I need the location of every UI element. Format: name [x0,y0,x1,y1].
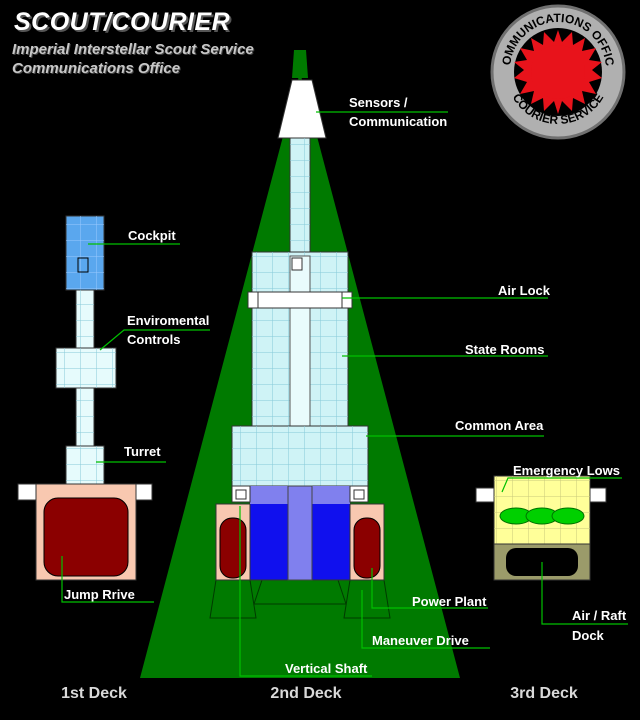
deck-3-plan [475,475,607,581]
sensors-room [277,79,327,139]
label-emergency-lows: Emergency Lows [513,463,620,478]
label-common-area: Common Area [455,418,544,433]
subtitle-line-1: Imperial Interstellar Scout Service [12,41,254,58]
label-sensors-line1: Sensors / [349,95,408,110]
vertical-shaft [287,485,313,581]
label-cockpit: Cockpit [128,228,176,243]
label-turret: Turret [124,444,161,459]
label-power-plant: Power Plant [412,594,487,609]
maneuver-drive-right [353,517,381,579]
leader-lines [61,111,628,677]
label-state-rooms: State Rooms [465,342,545,357]
label-sensors-line2: Communication [349,114,448,129]
label-air-raft-line2: Dock [572,628,604,643]
label-air-raft-line1: Air / Raft [572,608,627,623]
deck-label-1st: 1st Deck [61,685,127,702]
page-title: SCOUT/COURIER [14,8,231,36]
label-jump-drive: Jump Rrive [64,587,135,602]
deck-label-3rd: 3rd Deck [510,685,578,702]
air-lock [247,291,353,309]
subtitle-line-2: Communications Office [12,60,181,77]
jump-drive [43,497,129,577]
deck-1-plan [17,215,153,581]
maneuver-drive-left [219,517,247,579]
label-air-lock: Air Lock [498,283,551,298]
label-enviromental-line1: Enviromental [127,313,210,328]
deck-label-2nd: 2nd Deck [270,685,342,702]
label-enviromental-line2: Controls [127,332,181,347]
label-vertical-shaft: Vertical Shaft [285,661,368,676]
label-maneuver-drive: Maneuver Drive [372,633,469,648]
